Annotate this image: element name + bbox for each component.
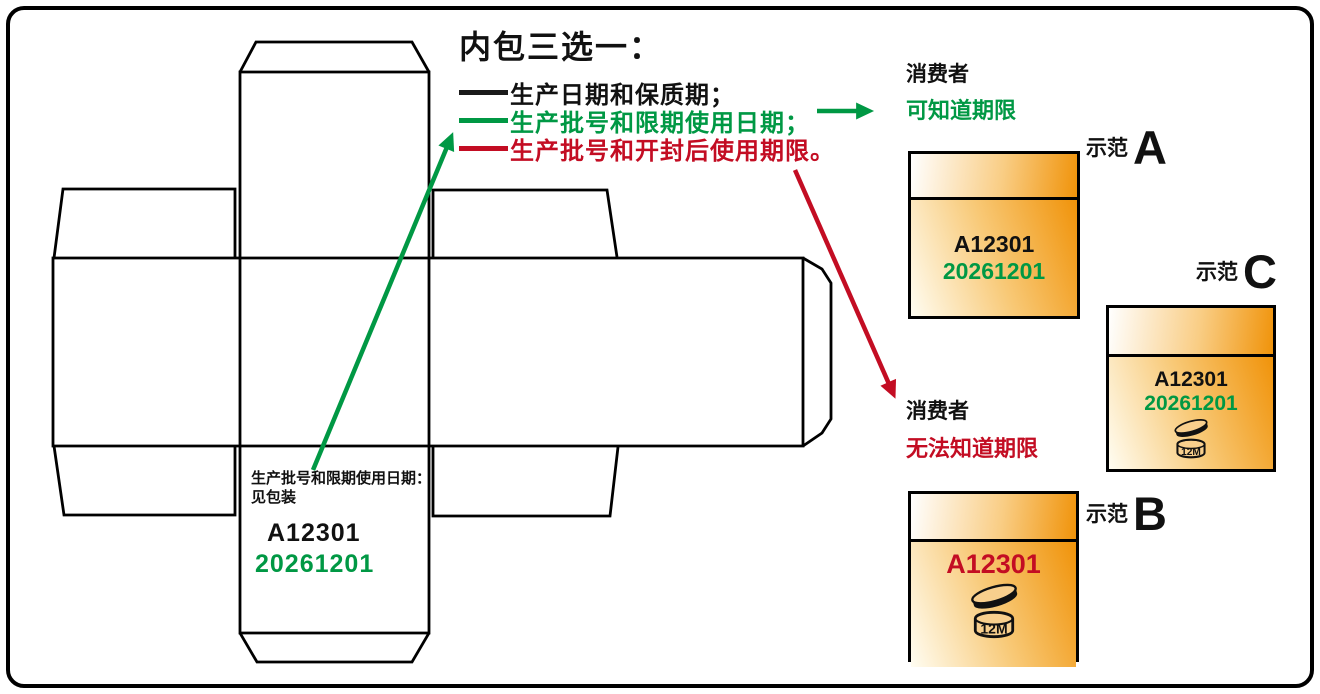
dieline-center-column — [238, 70, 431, 635]
example-prefix: 示范 — [1086, 503, 1128, 527]
dieline-expiry-date: 20261201 — [255, 550, 375, 578]
label-c-expiry-date: 20261201 — [1144, 391, 1238, 415]
label-c-body: A12301 20261201 12M — [1109, 357, 1273, 469]
dieline-right-top-flap — [431, 188, 619, 258]
example-a-caption: 示范 A — [1086, 121, 1167, 174]
dieline-note: 生产批号和限期使用日期： 见包装 — [251, 469, 431, 507]
option-production-date: 生产日期和保质期； — [459, 78, 735, 109]
option-label: 生产日期和保质期； — [510, 82, 735, 109]
label-b-top-strip — [911, 494, 1076, 542]
label-a-expiry-date: 20261201 — [942, 258, 1046, 284]
option-batch-and-pao: 生产批号和开封后使用期限。 — [459, 134, 835, 165]
dieline-right-bottom-flap — [431, 446, 620, 518]
pao-months: 12M — [1181, 446, 1201, 457]
dieline-left-top-flap — [52, 187, 237, 259]
label-a-body: A12301 20261201 — [911, 200, 1077, 316]
dieline-note-line1: 生产批号和限期使用日期： — [251, 470, 432, 487]
pao-months: 12M — [980, 620, 1007, 636]
option-batch-and-expiry: 生产批号和限期使用日期； — [459, 106, 810, 137]
example-a-letter: A — [1133, 121, 1167, 174]
arrows — [310, 102, 897, 471]
option-label: 生产批号和开封后使用期限。 — [510, 138, 835, 165]
green-leader-line — [459, 118, 508, 123]
period-after-opening-icon: 12M — [1174, 418, 1208, 458]
example-label-a: A12301 20261201 — [908, 151, 1080, 319]
green-diagonal-arrow — [310, 132, 455, 471]
black-leader-line — [459, 90, 508, 95]
jar-body — [1176, 438, 1206, 458]
red-leader-line — [459, 146, 508, 151]
consumer-known-subtitle: 可知道期限 — [906, 98, 1017, 123]
dieline-batch-code: A12301 — [267, 519, 361, 547]
figure-title: 内包三选一： — [459, 29, 664, 65]
example-prefix: 示范 — [1196, 261, 1238, 285]
dieline-note-line2: 见包装 — [251, 489, 297, 506]
dieline-left-bottom-flap — [52, 445, 237, 517]
label-b-batch-code: A12301 — [946, 549, 1041, 579]
period-after-opening-icon: 12M — [970, 583, 1017, 639]
example-prefix: 示范 — [1086, 137, 1128, 161]
jar-lid — [1174, 418, 1208, 437]
example-label-c: A12301 20261201 12M — [1106, 305, 1276, 472]
jar-lid — [970, 583, 1017, 609]
label-c-top-strip — [1109, 308, 1273, 357]
dieline-bottom-tab — [238, 632, 431, 664]
label-b-body: A12301 12M — [911, 542, 1076, 667]
example-label-b: A12301 12M — [908, 491, 1079, 667]
example-c-letter: C — [1243, 245, 1277, 298]
label-c-batch-code: A12301 — [1154, 367, 1228, 391]
label-a-batch-code: A12301 — [953, 231, 1035, 257]
example-c-caption: 示范 C — [1196, 245, 1277, 298]
red-diagonal-arrow — [792, 169, 897, 399]
dieline-right-closure-flap — [802, 256, 833, 448]
example-b-letter: B — [1133, 487, 1167, 540]
consumer-unknown-title: 消费者 — [906, 400, 969, 423]
box-dieline — [51, 40, 833, 664]
outer-border — [6, 6, 1314, 688]
consumer-known-title: 消费者 — [906, 63, 969, 86]
label-a-top-strip — [911, 154, 1077, 200]
jar-body — [973, 610, 1014, 639]
consumer-unknown-subtitle: 无法知道期限 — [906, 436, 1039, 461]
example-b-caption: 示范 B — [1086, 487, 1167, 540]
dieline-top-tab — [238, 40, 431, 73]
option-label: 生产批号和限期使用日期； — [510, 110, 810, 137]
